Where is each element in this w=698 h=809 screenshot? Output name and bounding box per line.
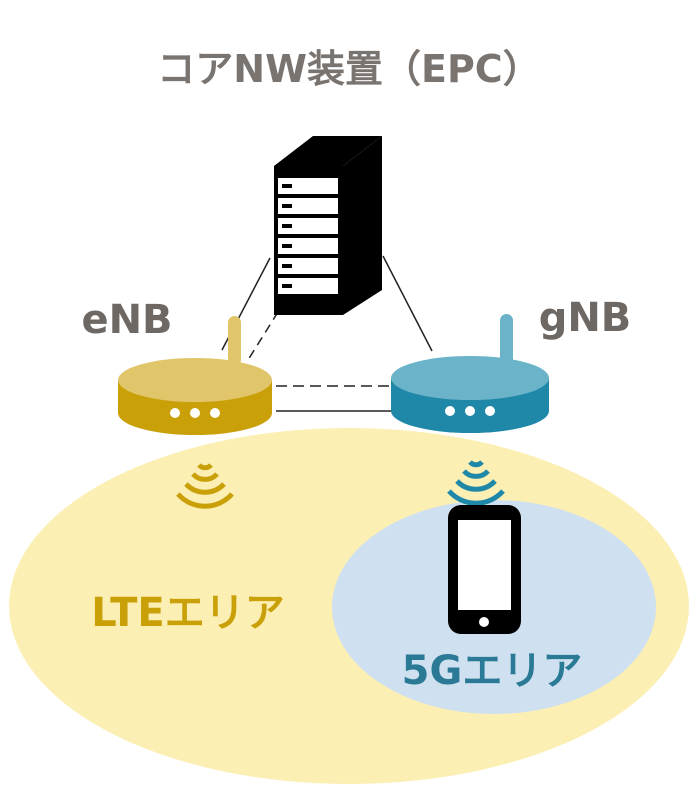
gnb-signal-icon bbox=[447, 460, 505, 506]
server-rack-icon bbox=[274, 136, 382, 315]
diagram-title: コアNW装置（EPC） bbox=[157, 47, 540, 91]
gnb-router-icon bbox=[391, 314, 549, 433]
enb-signal-icon bbox=[176, 463, 234, 509]
link-core-enb-dashed bbox=[247, 311, 279, 361]
lte-area-label: LTEエリア bbox=[91, 590, 284, 636]
smartphone-icon bbox=[448, 505, 521, 634]
enb-router-icon bbox=[118, 316, 272, 435]
enb-label: eNB bbox=[81, 297, 172, 343]
gnb-label: gNB bbox=[539, 295, 632, 341]
link-core-gnb-solid bbox=[382, 255, 433, 352]
5g-area-label: 5Gエリア bbox=[402, 648, 583, 694]
